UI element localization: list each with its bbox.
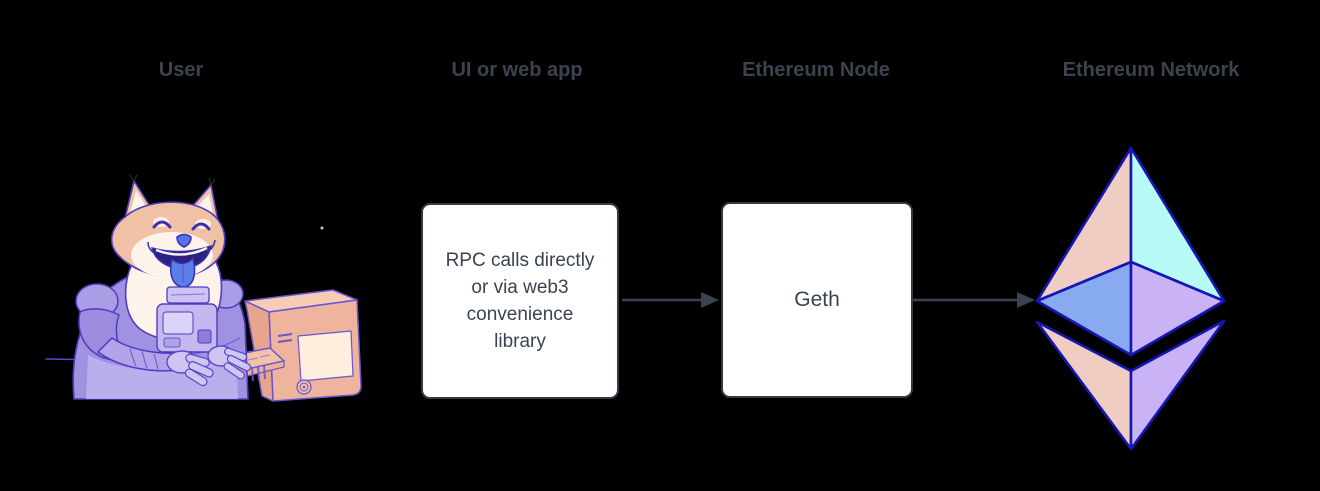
ui-web-app-box: RPC calls directly or via web3 convenien…: [421, 203, 619, 399]
doge-user-illustration: [45, 174, 362, 402]
ui-box-line-1: RPC calls directly: [445, 250, 595, 271]
header-user: User: [158, 59, 204, 81]
doge-happy-eye-left: [152, 220, 172, 229]
doge-arms-and-gloves: [78, 308, 252, 387]
ui-box-line-3: convenience: [466, 304, 574, 325]
ethereum-node-box: Geth: [721, 202, 913, 398]
doge-happy-eye-right: [191, 222, 211, 231]
header-ethereum-network: Ethereum Network: [1062, 59, 1240, 81]
chest-pack-icon: [156, 286, 218, 353]
ui-web-app-box-text: RPC calls directly or via web3 convenien…: [446, 247, 595, 355]
arrow-node-to-network-icon: [913, 292, 1035, 308]
header-ethereum-node: Ethereum Node: [742, 59, 890, 81]
ethereum-logo-icon: [1035, 146, 1226, 451]
geth-label: Geth: [794, 288, 840, 311]
doge-nose: [176, 233, 192, 248]
sparkle-icon: [320, 226, 324, 230]
header-ui-or-web-app: UI or web app: [451, 59, 583, 81]
ui-box-line-2: or via web3: [471, 277, 569, 298]
doge-head: [110, 174, 226, 288]
ui-box-line-4: library: [494, 331, 546, 352]
arrow-ui-to-node-icon: [622, 292, 719, 308]
